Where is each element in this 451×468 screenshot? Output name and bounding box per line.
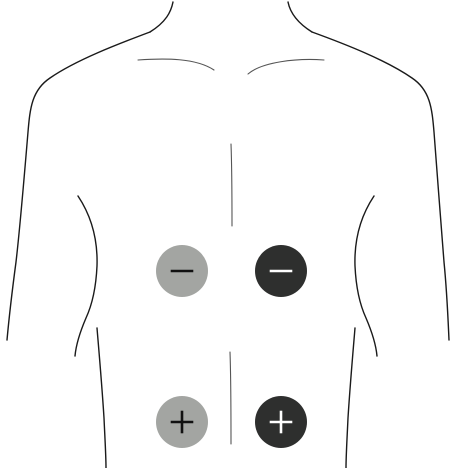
left-waist-outline — [97, 328, 106, 468]
electrode-lower-right-positive — [255, 396, 307, 448]
midline-lower — [230, 352, 231, 444]
left-chest-line — [138, 59, 214, 70]
right-chest-line — [248, 60, 324, 74]
electrode-lower-left-positive — [156, 396, 208, 448]
right-shoulder-arm-outline — [312, 32, 449, 340]
left-side-outline — [75, 196, 97, 356]
right-side-outline — [355, 196, 377, 356]
right-waist-outline — [346, 328, 355, 468]
electrode-upper-left-negative — [156, 245, 208, 297]
neck-left-line — [150, 2, 173, 32]
electrode-upper-right-negative — [255, 245, 307, 297]
midline-upper — [231, 144, 232, 226]
left-shoulder-arm-outline — [7, 32, 150, 340]
neck-right-line — [288, 2, 312, 32]
torso-outline — [7, 2, 449, 468]
